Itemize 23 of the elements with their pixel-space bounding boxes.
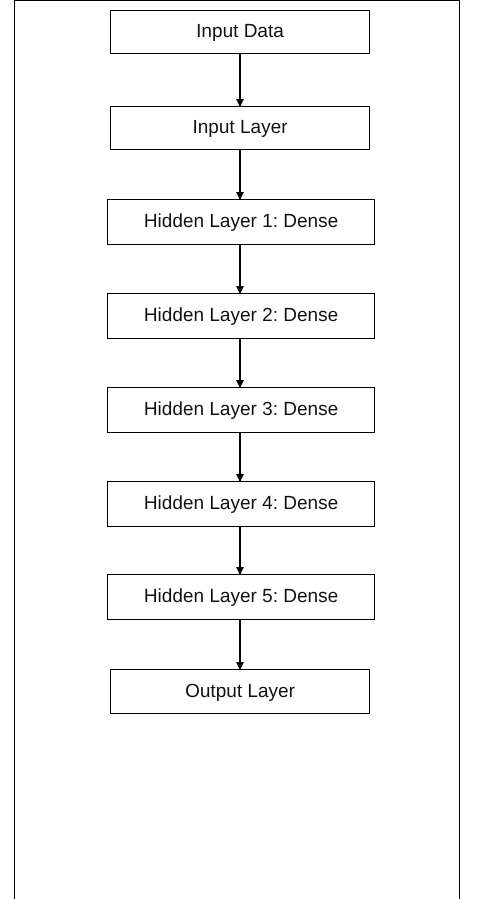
- layer-label: Hidden Layer 5: Dense: [144, 586, 338, 608]
- layer-box: [107, 481, 375, 527]
- layer-label: Hidden Layer 1: Dense: [144, 211, 338, 233]
- arrow: [236, 245, 244, 294]
- layer-box: [110, 106, 370, 150]
- layer-box: [110, 10, 370, 54]
- layer-box: [110, 669, 370, 714]
- layer-label: Hidden Layer 3: Dense: [144, 399, 338, 421]
- layer-label: Input Layer: [192, 117, 288, 139]
- layer-box: [107, 293, 375, 339]
- arrow: [236, 339, 244, 388]
- arrow: [236, 54, 244, 107]
- layer-label: Hidden Layer 2: Dense: [144, 305, 338, 327]
- arrow: [236, 433, 244, 482]
- layer-box: [107, 199, 375, 245]
- layer-box: [107, 574, 375, 620]
- layer-box: [107, 387, 375, 433]
- layer-label: Input Data: [196, 21, 284, 43]
- layer-label: Hidden Layer 4: Dense: [144, 493, 338, 515]
- layer-label: Output Layer: [185, 680, 295, 702]
- arrow: [236, 527, 244, 575]
- arrow: [236, 150, 244, 200]
- arrow: [236, 620, 244, 670]
